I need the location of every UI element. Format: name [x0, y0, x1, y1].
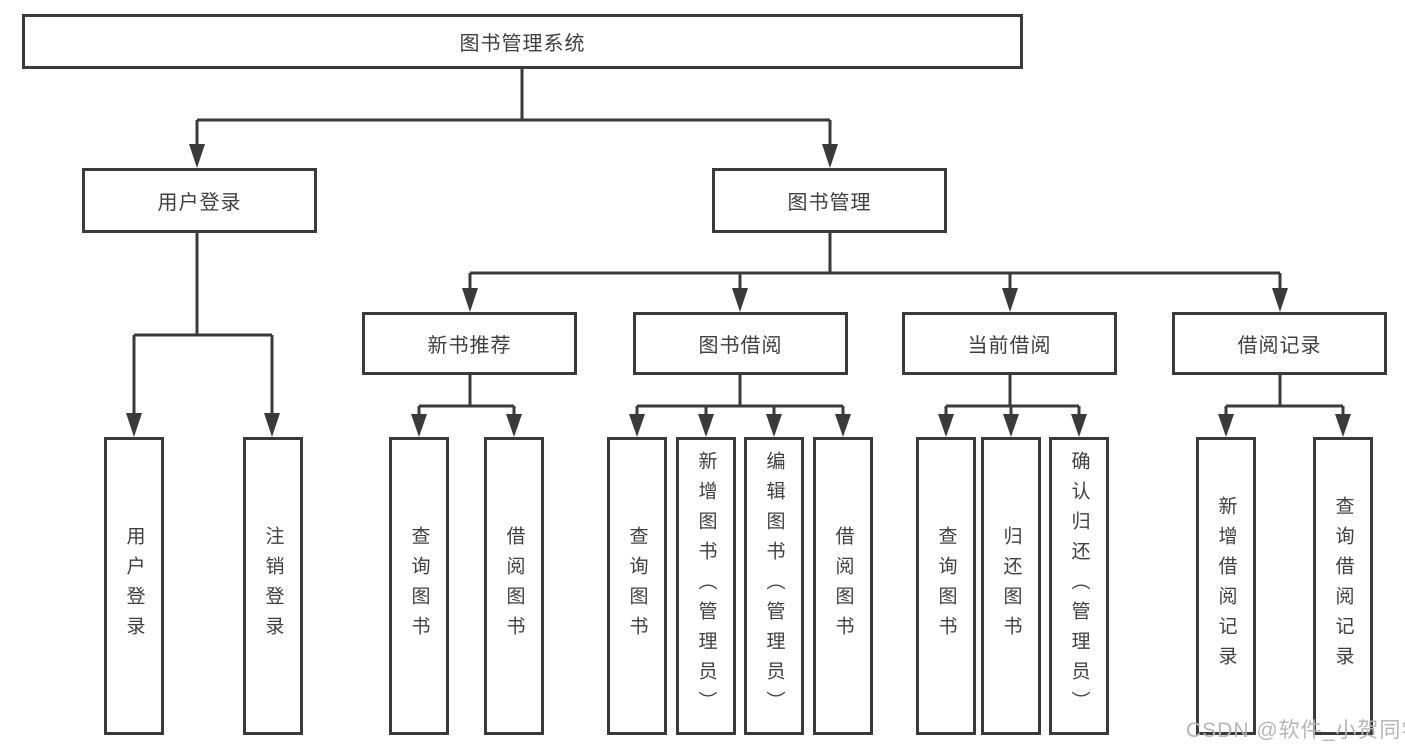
node-book-management-label: 图书管理 — [787, 192, 872, 214]
node-borrow-records: 借阅记录 — [1172, 312, 1387, 375]
node-new-book-recommend: 新书推荐 — [362, 312, 577, 375]
leaf-add-borrow-record: 新增借阅记录 — [1196, 437, 1256, 735]
node-book-borrow: 图书借阅 — [633, 312, 848, 375]
node-new-book-recommend-label: 新书推荐 — [427, 335, 512, 357]
leaf-edit-book-admin-label: 编辑图书（管理员） — [763, 451, 785, 721]
leaf-query-borrow-record-label: 查询借阅记录 — [1332, 496, 1354, 676]
leaf-logout: 注销登录 — [243, 437, 303, 735]
leaf-borrow-book-1: 借阅图书 — [484, 437, 544, 735]
leaf-user-login: 用户登录 — [104, 437, 164, 735]
node-book-borrow-label: 图书借阅 — [698, 335, 783, 357]
leaf-query-book-3-label: 查询图书 — [935, 526, 957, 646]
node-root-label: 图书管理系统 — [459, 33, 586, 55]
leaf-borrow-book-1-label: 借阅图书 — [503, 526, 525, 646]
node-borrow-records-label: 借阅记录 — [1237, 335, 1322, 357]
node-root: 图书管理系统 — [22, 14, 1023, 69]
leaf-return-book-label: 归还图书 — [1000, 526, 1022, 646]
leaf-logout-label: 注销登录 — [262, 526, 284, 646]
leaf-query-book-2-label: 查询图书 — [626, 526, 648, 646]
node-user-login-label: 用户登录 — [157, 192, 242, 214]
leaf-user-login-label: 用户登录 — [123, 526, 145, 646]
leaf-borrow-book-2: 借阅图书 — [813, 437, 873, 735]
leaf-add-book-admin: 新增图书（管理员） — [676, 437, 736, 735]
watermark: CSDN @软件_小贺同学 — [1186, 719, 1405, 742]
node-book-management: 图书管理 — [712, 168, 947, 233]
leaf-edit-book-admin: 编辑图书（管理员） — [744, 437, 804, 735]
leaf-query-book-3: 查询图书 — [916, 437, 976, 735]
node-user-login: 用户登录 — [82, 168, 317, 233]
leaf-query-book-1-label: 查询图书 — [408, 526, 430, 646]
leaf-confirm-return-admin: 确认归还（管理员） — [1049, 437, 1109, 735]
node-current-borrow-label: 当前借阅 — [967, 335, 1052, 357]
node-current-borrow: 当前借阅 — [902, 312, 1117, 375]
leaf-add-borrow-record-label: 新增借阅记录 — [1215, 496, 1237, 676]
leaf-query-book-2: 查询图书 — [607, 437, 667, 735]
leaf-return-book: 归还图书 — [981, 437, 1041, 735]
leaf-confirm-return-admin-label: 确认归还（管理员） — [1068, 451, 1090, 721]
leaf-query-book-1: 查询图书 — [389, 437, 449, 735]
leaf-add-book-admin-label: 新增图书（管理员） — [695, 451, 717, 721]
leaf-query-borrow-record: 查询借阅记录 — [1313, 437, 1373, 735]
leaf-borrow-book-2-label: 借阅图书 — [832, 526, 854, 646]
